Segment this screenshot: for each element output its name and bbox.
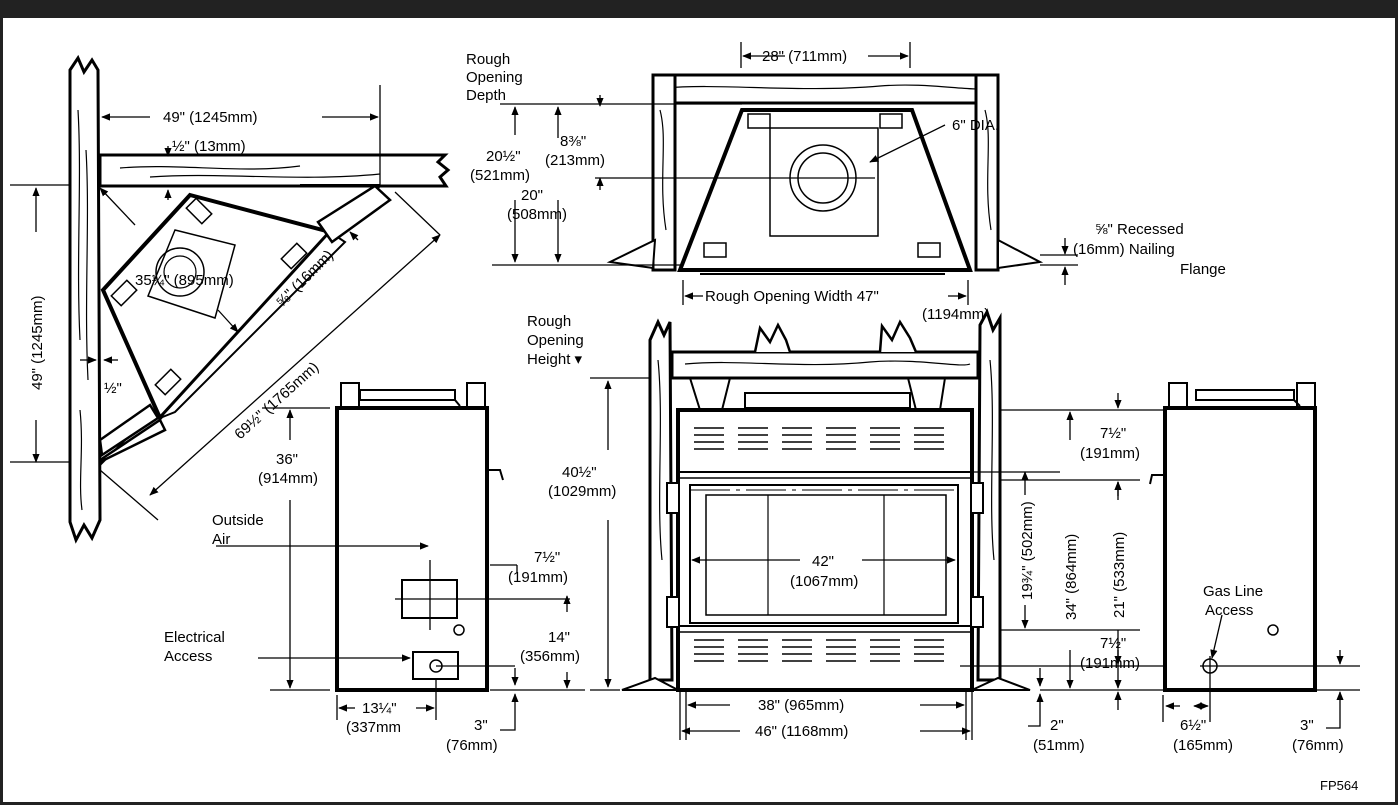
front-bottom-7-5-mm-label: (191mm)	[1080, 655, 1140, 672]
gas-line-access-line2: Access	[1205, 602, 1253, 619]
front-width-46-label: 46" (1168mm)	[755, 723, 848, 740]
rough-opening-width-mm-label: (1194mm)	[922, 306, 989, 323]
front-louver-group	[694, 427, 944, 662]
left-height-3-label: 3"	[474, 717, 488, 734]
rough-opening-height-line2: Opening	[527, 332, 584, 349]
top-dimension-lines	[492, 42, 1078, 305]
right-side-dimension-lines	[1162, 614, 1360, 729]
flue-diameter-label: 6" DIA.	[952, 117, 999, 134]
rough-opening-depth-line1: Rough	[466, 51, 510, 68]
recessed-flange-line2: (16mm) Nailing	[1073, 241, 1175, 258]
left-offset-7-5-label: 7½"	[534, 549, 560, 566]
front-width-38-label: 38" (965mm)	[758, 697, 844, 714]
top-depth-20-5-label: 20½"	[486, 148, 521, 165]
rough-opening-height-line3: Height ▾	[527, 351, 583, 368]
gas-line-access-line1: Gas Line	[1203, 583, 1263, 600]
left-height-36-mm-label: (914mm)	[258, 470, 318, 487]
left-offset-7-5-mm-label: (191mm)	[508, 569, 568, 586]
front-height-34-label: 34" (864mm)	[1063, 534, 1080, 620]
electrical-access-line2: Access	[164, 648, 212, 665]
left-height-14-mm-label: (356mm)	[520, 648, 580, 665]
corner-half-inch-label: ½" (13mm)	[172, 138, 246, 155]
left-height-3-mm-label: (76mm)	[446, 737, 498, 754]
top-depth-20-5-mm-label: (521mm)	[470, 167, 530, 184]
front-dimension-lines	[590, 377, 1170, 740]
corner-height-49-label: 49" (1245mm)	[29, 295, 46, 390]
front-opening-19-75-label: 19¾" (502mm)	[1019, 501, 1036, 600]
left-width-13-label: 13¼"	[362, 700, 397, 717]
front-width-42-mm-label: (1067mm)	[790, 573, 858, 590]
front-height-40-5-label: 40½"	[562, 464, 597, 481]
right-offset-6-5-label: 6½"	[1180, 717, 1206, 734]
front-bottom-7-5-label: 7½"	[1100, 635, 1126, 652]
corner-diagonal-35-label: 35¼" (895mm)	[135, 272, 234, 289]
left-side-view	[335, 382, 504, 692]
rough-opening-width-label: Rough Opening Width 47"	[705, 288, 879, 305]
right-height-3-label: 3"	[1300, 717, 1314, 734]
front-top-7-5-label: 7½"	[1100, 425, 1126, 442]
rough-opening-height-line1: Rough	[527, 313, 571, 330]
top-depth-8-375-mm-label: (213mm)	[545, 152, 605, 169]
front-base-2-label: 2"	[1050, 717, 1064, 734]
rough-opening-depth-line3: Depth	[466, 87, 506, 104]
front-width-42-label: 42"	[812, 553, 834, 570]
top-border-bar	[0, 0, 1398, 18]
front-top-7-5-mm-label: (191mm)	[1080, 445, 1140, 462]
rough-opening-depth-line2: Opening	[466, 69, 523, 86]
recessed-flange-line3: Flange	[1180, 261, 1226, 278]
corner-width-49-label: 49" (1245mm)	[163, 109, 258, 126]
top-depth-20-label: 20"	[521, 187, 543, 204]
left-width-13-mm-label: (337mm	[346, 719, 401, 736]
electrical-access-line1: Electrical	[164, 629, 225, 646]
corner-half-inch-side-label: ½"	[104, 380, 122, 397]
left-height-14-label: 14"	[548, 629, 570, 646]
right-side-view	[1149, 382, 1317, 692]
recessed-flange-line1: ⅝" Recessed	[1095, 221, 1184, 238]
corner-dimension-lines	[10, 85, 441, 521]
front-base-2-mm-label: (51mm)	[1033, 737, 1085, 754]
front-view	[621, 308, 1031, 692]
left-height-36-label: 36"	[276, 451, 298, 468]
right-offset-6-5-mm-label: (165mm)	[1173, 737, 1233, 754]
top-width-28-label: 28" (711mm)	[762, 48, 847, 65]
top-plan-view	[606, 73, 1044, 275]
right-height-3-mm-label: (76mm)	[1292, 737, 1344, 754]
corner-diagonal-69-label: 69½" (1765mm)	[231, 359, 322, 443]
left-side-dimension-lines	[216, 407, 585, 731]
front-height-40-5-mm-label: (1029mm)	[548, 483, 616, 500]
top-depth-20-mm-label: (508mm)	[507, 206, 567, 223]
figure-code: FP564	[1320, 778, 1358, 793]
outside-air-line2: Air	[212, 531, 230, 548]
front-height-21-label: 21" (533mm)	[1111, 532, 1128, 618]
outside-air-line1: Outside	[212, 512, 264, 529]
top-depth-8-375-label: 8⅜"	[560, 133, 586, 150]
